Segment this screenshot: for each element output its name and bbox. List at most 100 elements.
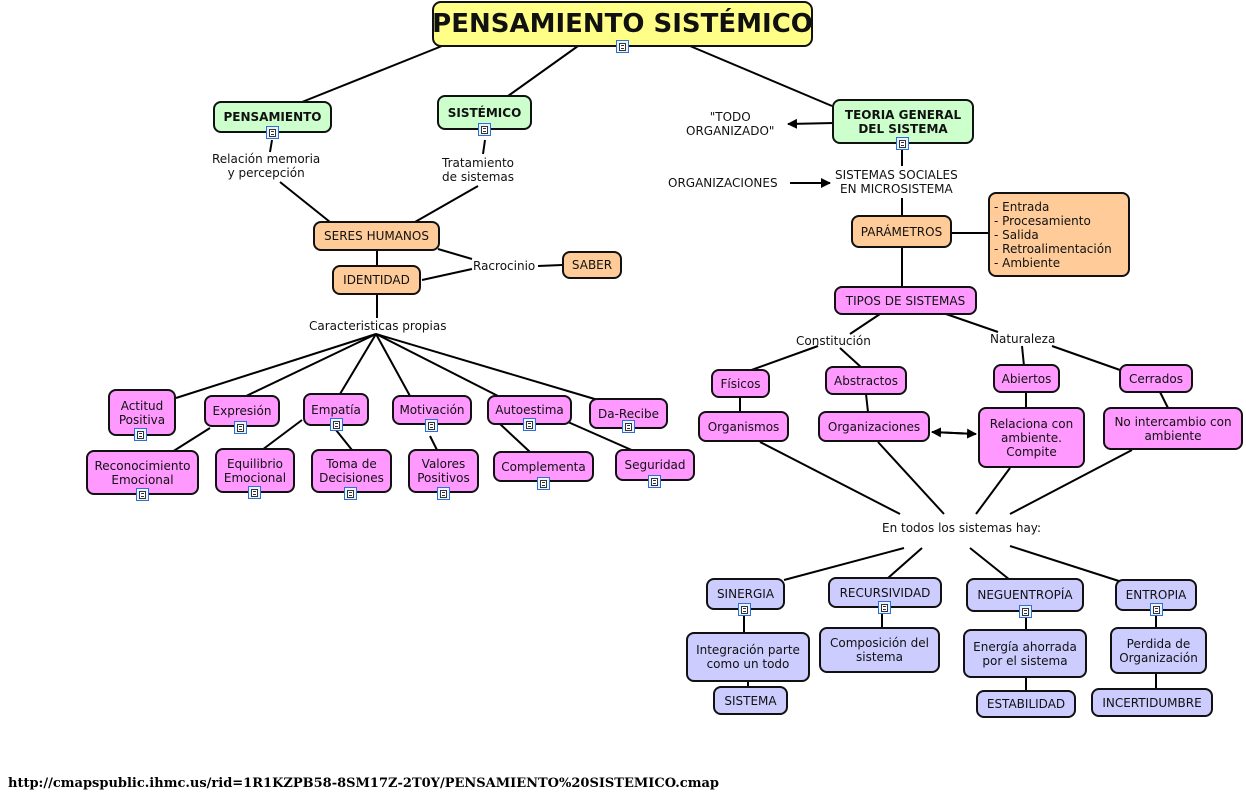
map-title-text: PENSAMIENTO SISTÉMICO [432, 9, 813, 39]
node-actitud-label: Actitud Positiva [118, 398, 166, 427]
node-valores-label: Valores Positivos [417, 457, 470, 485]
node-parametros-list-text: - Entrada - Procesamiento - Salida - Ret… [994, 199, 1112, 270]
node-parametros-list[interactable]: - Entrada - Procesamiento - Salida - Ret… [988, 192, 1130, 277]
node-motivacion-label: Motivación [399, 403, 465, 417]
document-icon[interactable] [896, 137, 909, 150]
document-icon[interactable] [878, 601, 891, 614]
node-abiertos-label: Abiertos [1001, 371, 1052, 386]
node-relaciona-label: Relaciona con ambiente. Compite [989, 416, 1074, 459]
document-icon[interactable] [648, 475, 661, 488]
node-actitud-positiva[interactable]: Actitud Positiva [108, 389, 176, 436]
node-parametros[interactable]: PARÁMETROS [851, 215, 952, 248]
node-incertidumbre[interactable]: INCERTIDUMBRE [1091, 688, 1213, 717]
link-label-racrocinio: Racrocinio [473, 259, 536, 273]
link-label-sistemas-sociales: SISTEMAS SOCIALES EN MICROSISTEMA [835, 168, 958, 196]
node-organizaciones[interactable]: Organizaciones [818, 411, 930, 442]
node-organismos-label: Organismos [707, 419, 780, 434]
link-label-todo-organizado: "TODO ORGANIZADO" [686, 110, 775, 138]
link-label-en-todos: En todos los sistemas hay: [882, 521, 1042, 535]
node-identidad[interactable]: IDENTIDAD [332, 265, 421, 295]
node-integracion-label: Integración parte como un todo [696, 643, 800, 671]
node-sistemico-label: SISTÉMICO [447, 105, 522, 120]
node-entropia-label: ENTROPIA [1125, 588, 1187, 602]
document-icon[interactable] [738, 603, 751, 616]
node-da-recibe[interactable]: Da-Recibe [589, 398, 668, 429]
node-no-intercambio[interactable]: No intercambio con ambiente [1103, 407, 1243, 450]
node-neguentropia-label: NEGUENTROPÍA [977, 588, 1073, 602]
document-icon[interactable] [266, 126, 279, 139]
node-composicion[interactable]: Composición del sistema [819, 627, 940, 673]
node-organismos[interactable]: Organismos [698, 411, 789, 442]
node-no-intercambio-label: No intercambio con ambiente [1114, 414, 1232, 443]
node-toma-de-decisiones[interactable]: Toma de Decisiones [311, 449, 392, 493]
node-parametros-label: PARÁMETROS [860, 224, 943, 239]
node-empatia-label: Empatía [311, 402, 361, 417]
node-equilibrio-label: Equilibrio Emocional [223, 456, 287, 485]
node-autoestima-label: Autoestima [495, 403, 564, 417]
node-toma-label: Toma de Decisiones [319, 457, 384, 485]
node-expresion[interactable]: Expresión [204, 395, 280, 427]
node-equilibrio-emocional[interactable]: Equilibrio Emocional [215, 448, 295, 493]
node-entropia[interactable]: ENTROPIA [1115, 579, 1197, 611]
document-icon[interactable] [136, 488, 149, 501]
node-seres-humanos[interactable]: SERES HUMANOS [313, 221, 440, 251]
document-icon[interactable] [537, 477, 550, 490]
node-fisicos-label: Físicos [720, 376, 761, 391]
node-identidad-label: IDENTIDAD [343, 273, 410, 287]
node-composicion-label: Composición del sistema [830, 636, 929, 664]
node-seres-humanos-label: SERES HUMANOS [324, 229, 429, 243]
node-sistema-label: SISTEMA [724, 693, 777, 708]
link-label-relacion: Relación memoria y percepción [212, 152, 321, 180]
document-icon[interactable] [1019, 605, 1032, 618]
node-sistema[interactable]: SISTEMA [713, 686, 788, 715]
node-expresion-label: Expresión [212, 404, 272, 418]
node-autoestima[interactable]: Autoestima [487, 395, 572, 425]
node-cerrados[interactable]: Cerrados [1119, 364, 1193, 393]
node-perdida-organizacion[interactable]: Perdida de Organización [1110, 627, 1207, 674]
node-abstractos[interactable]: Abstractos [825, 366, 907, 395]
link-label-caracteristicas: Caracteristicas propias [309, 319, 447, 333]
node-tipos-label: TIPOS DE SISTEMAS [845, 293, 966, 308]
node-reconocimiento-emocional[interactable]: Reconocimiento Emocional [86, 450, 199, 495]
node-tipos-de-sistemas[interactable]: TIPOS DE SISTEMAS [834, 286, 977, 315]
node-abiertos[interactable]: Abiertos [993, 364, 1060, 393]
node-recursividad[interactable]: RECURSIVIDAD [828, 577, 942, 608]
link-label-organizaciones: ORGANIZACIONES [668, 176, 778, 190]
document-icon[interactable] [616, 40, 629, 53]
node-energia-ahorrada[interactable]: Energía ahorrada por el sistema [963, 629, 1087, 678]
source-url: http://cmapspublic.ihmc.us/rid=1R1KZPB58… [8, 776, 719, 791]
link-label-naturaleza: Naturaleza [990, 332, 1056, 346]
node-cerrados-label: Cerrados [1129, 371, 1183, 386]
node-complementa[interactable]: Complementa [493, 451, 594, 482]
node-saber[interactable]: SABER [562, 251, 622, 279]
document-icon[interactable] [248, 486, 261, 499]
document-icon[interactable] [437, 487, 450, 500]
node-seguridad-label: Seguridad [624, 458, 686, 472]
node-complementa-label: Complementa [501, 459, 586, 474]
document-icon[interactable] [234, 421, 247, 434]
node-teoria-label: TEORIA GENERAL DEL SISTEMA [844, 107, 962, 136]
node-recursividad-label: RECURSIVIDAD [839, 585, 931, 600]
document-icon[interactable] [134, 428, 147, 441]
node-estabilidad-label: ESTABILIDAD [986, 697, 1066, 711]
document-icon[interactable] [523, 418, 536, 431]
node-fisicos[interactable]: Físicos [711, 369, 770, 398]
node-abstractos-label: Abstractos [834, 373, 898, 388]
node-perdida-label: Perdida de Organización [1119, 636, 1198, 665]
document-icon[interactable] [478, 123, 491, 136]
document-icon[interactable] [344, 487, 357, 500]
link-label-constitucion: Constitución [796, 334, 871, 348]
document-icon[interactable] [1150, 603, 1163, 616]
node-da-recibe-label: Da-Recibe [597, 406, 660, 421]
node-estabilidad[interactable]: ESTABILIDAD [976, 690, 1076, 718]
map-title: PENSAMIENTO SISTÉMICO [432, 1, 813, 47]
node-relaciona-ambiente[interactable]: Relaciona con ambiente. Compite [978, 407, 1085, 468]
node-integracion[interactable]: Integración parte como un todo [686, 632, 810, 682]
document-icon[interactable] [425, 419, 438, 432]
node-valores-positivos[interactable]: Valores Positivos [408, 449, 479, 493]
document-icon[interactable] [330, 418, 343, 431]
node-pensamiento-label: PENSAMIENTO [223, 110, 322, 124]
document-icon[interactable] [622, 420, 635, 433]
node-teoria-general[interactable]: TEORIA GENERAL DEL SISTEMA [832, 99, 974, 144]
